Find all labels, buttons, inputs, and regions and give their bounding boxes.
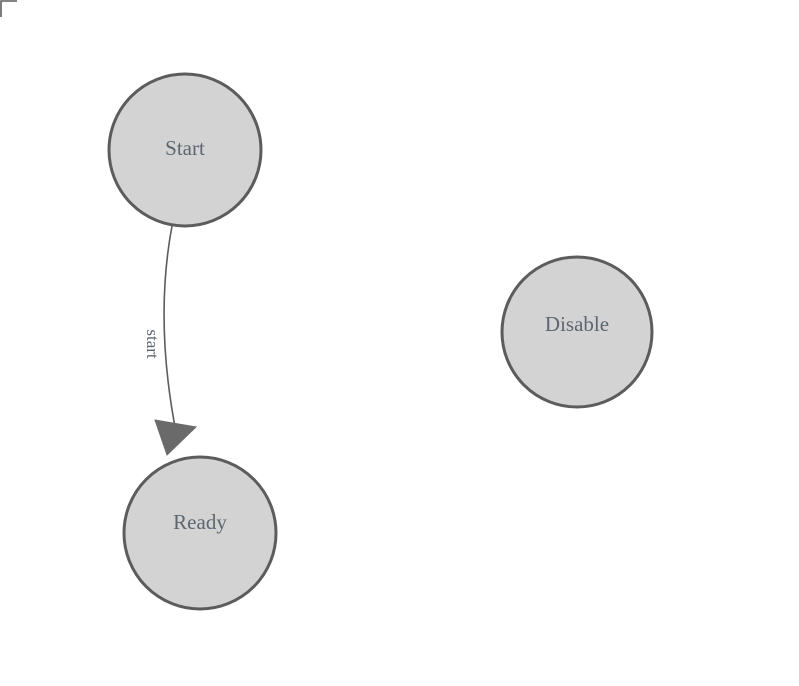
node-disable-label: Disable xyxy=(545,312,609,336)
edge-label-group: start xyxy=(143,329,162,359)
node-start[interactable]: Start xyxy=(107,72,263,228)
corner-marker-icon xyxy=(0,0,17,17)
edge-label-start: start xyxy=(143,329,162,359)
node-ready-label: Ready xyxy=(173,510,227,534)
node-ready-circle[interactable] xyxy=(122,455,278,611)
node-disable[interactable]: Disable xyxy=(500,255,654,409)
node-disable-circle[interactable] xyxy=(500,255,654,409)
arrowhead-icon xyxy=(154,419,198,456)
edge-path xyxy=(163,225,177,433)
node-start-circle[interactable] xyxy=(107,72,263,228)
edge-start-to-ready[interactable]: start xyxy=(143,225,198,456)
node-ready[interactable]: Ready xyxy=(122,455,278,611)
node-start-label: Start xyxy=(165,136,205,160)
